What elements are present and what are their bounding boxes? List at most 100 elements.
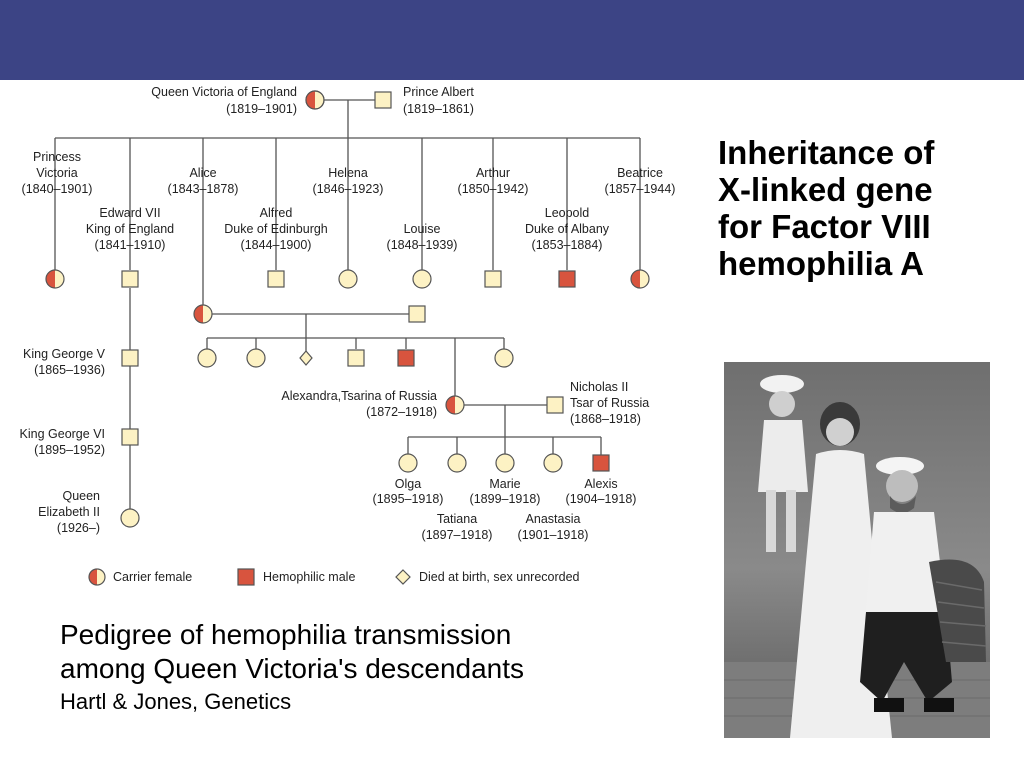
svg-text:(1897–1918): (1897–1918)	[422, 528, 493, 542]
svg-text:Elizabeth II: Elizabeth II	[38, 505, 100, 519]
svg-text:(1868–1918): (1868–1918)	[570, 412, 641, 426]
svg-text:Tatiana: Tatiana	[437, 512, 477, 526]
svg-text:Victoria: Victoria	[36, 166, 78, 180]
caption-line: among Queen Victoria's descendants	[60, 653, 525, 684]
alexandra-label: Alexandra,Tsarina of Russia (1872–1918)	[281, 389, 437, 419]
child-label-beatrice: Beatrice (1857–1944)	[605, 166, 676, 196]
svg-text:Arthur: Arthur	[476, 166, 510, 180]
svg-text:(1843–1878): (1843–1878)	[168, 182, 239, 196]
svg-text:Princess: Princess	[33, 150, 81, 164]
legend: Carrier female Hemophilic male Died at b…	[88, 568, 580, 586]
legend-carrier-female-symbol	[88, 568, 106, 586]
legend-died-at-birth-label: Died at birth, sex unrecorded	[419, 570, 580, 584]
svg-text:Beatrice: Beatrice	[617, 166, 663, 180]
child-label-alice: Alice (1843–1878)	[168, 166, 239, 196]
elizabeth-ii-symbol	[120, 508, 140, 528]
marie-label: Marie (1899–1918)	[470, 477, 541, 506]
romanov-family-photo	[724, 362, 990, 738]
svg-text:(1865–1936): (1865–1936)	[34, 363, 105, 377]
title-banner	[0, 0, 1024, 80]
legend-died-at-birth-symbol	[395, 569, 411, 585]
banner-background	[0, 0, 1024, 80]
svg-text:(1853–1884): (1853–1884)	[532, 238, 603, 252]
svg-text:Louise: Louise	[404, 222, 441, 236]
svg-text:(1844–1900): (1844–1900)	[241, 238, 312, 252]
arthur-symbol	[484, 270, 502, 288]
marie-symbol	[495, 453, 515, 473]
svg-text:Alice: Alice	[189, 166, 216, 180]
headline-line: for Factor VIII	[718, 208, 931, 245]
tatiana-label: Tatiana (1897–1918)	[422, 512, 493, 542]
albert-years: (1819–1861)	[403, 102, 474, 116]
george-vi-label: King George VI (1895–1952)	[20, 427, 105, 457]
anastasia-label: Anastasia (1901–1918)	[518, 512, 589, 542]
alexis-label: Alexis (1904–1918)	[566, 477, 637, 506]
svg-text:Nicholas II: Nicholas II	[570, 380, 628, 394]
alice-child-7-symbol	[494, 348, 514, 368]
svg-text:(1926–): (1926–)	[57, 521, 100, 535]
svg-text:Helena: Helena	[328, 166, 368, 180]
child-label-helena: Helena (1846–1923)	[313, 166, 384, 196]
svg-text:Edward VII: Edward VII	[99, 206, 160, 220]
child-label-princess-victoria: Princess Victoria (1840–1901)	[22, 150, 93, 196]
svg-text:(1848–1939): (1848–1939)	[387, 238, 458, 252]
svg-text:King George V: King George V	[23, 347, 106, 361]
svg-text:Anastasia: Anastasia	[526, 512, 581, 526]
victoria-name: Queen Victoria of England	[151, 85, 297, 99]
svg-text:(1840–1901): (1840–1901)	[22, 182, 93, 196]
headline-line: X-linked gene	[718, 171, 933, 208]
alice-child-1-symbol	[197, 348, 217, 368]
legend-hemophilic-male-symbol	[237, 568, 255, 586]
olga-label: Olga (1895–1918)	[373, 477, 444, 506]
prince-albert-symbol	[374, 91, 392, 109]
tatiana-symbol	[447, 453, 467, 473]
george-vi-symbol	[121, 428, 139, 446]
caption-source: Hartl & Jones, Genetics	[60, 689, 292, 714]
svg-text:Duke of Albany: Duke of Albany	[525, 222, 610, 236]
figure-caption: Pedigree of hemophilia transmission amon…	[60, 618, 700, 716]
olga-symbol	[398, 453, 418, 473]
alice-child-4-symbol	[347, 349, 365, 367]
victoria-years: (1819–1901)	[226, 102, 297, 116]
louise-symbol	[412, 269, 432, 289]
svg-text:King of England: King of England	[86, 222, 174, 236]
child-label-alfred: Alfred Duke of Edinburgh (1844–1900)	[224, 206, 328, 252]
nicholas-label: Nicholas II Tsar of Russia (1868–1918)	[570, 380, 649, 426]
leopold-symbol	[558, 270, 576, 288]
headline-line: Inheritance of	[718, 134, 935, 171]
svg-text:Leopold: Leopold	[545, 206, 590, 220]
alice-husband-symbol	[408, 305, 426, 323]
pedigree-lines	[54, 99, 641, 518]
albert-name: Prince Albert	[403, 85, 474, 99]
svg-text:Alexandra,Tsarina of Russia: Alexandra,Tsarina of Russia	[281, 389, 437, 403]
anastasia-symbol	[543, 453, 563, 473]
alice-symbol	[193, 304, 213, 324]
child-label-leopold: Leopold Duke of Albany (1853–1884)	[525, 206, 610, 252]
alice-child-2-symbol	[246, 348, 266, 368]
alexandra-symbol	[445, 395, 465, 415]
svg-text:(1895–1918): (1895–1918)	[373, 492, 444, 506]
child-label-edward-vii: Edward VII King of England (1841–1910)	[86, 206, 174, 252]
elizabeth-ii-label: Queen Elizabeth II (1926–)	[38, 489, 100, 535]
edward-vii-symbol	[121, 270, 139, 288]
alexis-symbol	[592, 454, 610, 472]
svg-text:King George VI: King George VI	[20, 427, 105, 441]
queen-victoria-symbol	[305, 90, 325, 110]
svg-text:(1872–1918): (1872–1918)	[366, 405, 437, 419]
george-v-symbol	[121, 349, 139, 367]
svg-text:(1895–1952): (1895–1952)	[34, 443, 105, 457]
svg-text:(1901–1918): (1901–1918)	[518, 528, 589, 542]
svg-text:(1850–1942): (1850–1942)	[458, 182, 529, 196]
george-v-label: King George V (1865–1936)	[23, 347, 106, 377]
slide-headline: Inheritance of X-linked gene for Factor …	[718, 134, 1018, 282]
princess-victoria-symbol	[45, 269, 65, 289]
beatrice-symbol	[630, 269, 650, 289]
child-label-louise: Louise (1848–1939)	[387, 222, 458, 252]
svg-text:Alfred: Alfred	[260, 206, 293, 220]
child-label-arthur: Arthur (1850–1942)	[458, 166, 529, 196]
svg-text:(1857–1944): (1857–1944)	[605, 182, 676, 196]
svg-text:(1904–1918): (1904–1918)	[566, 492, 637, 506]
alfred-symbol	[267, 270, 285, 288]
legend-hemophilic-male-label: Hemophilic male	[263, 570, 355, 584]
svg-text:(1841–1910): (1841–1910)	[95, 238, 166, 252]
